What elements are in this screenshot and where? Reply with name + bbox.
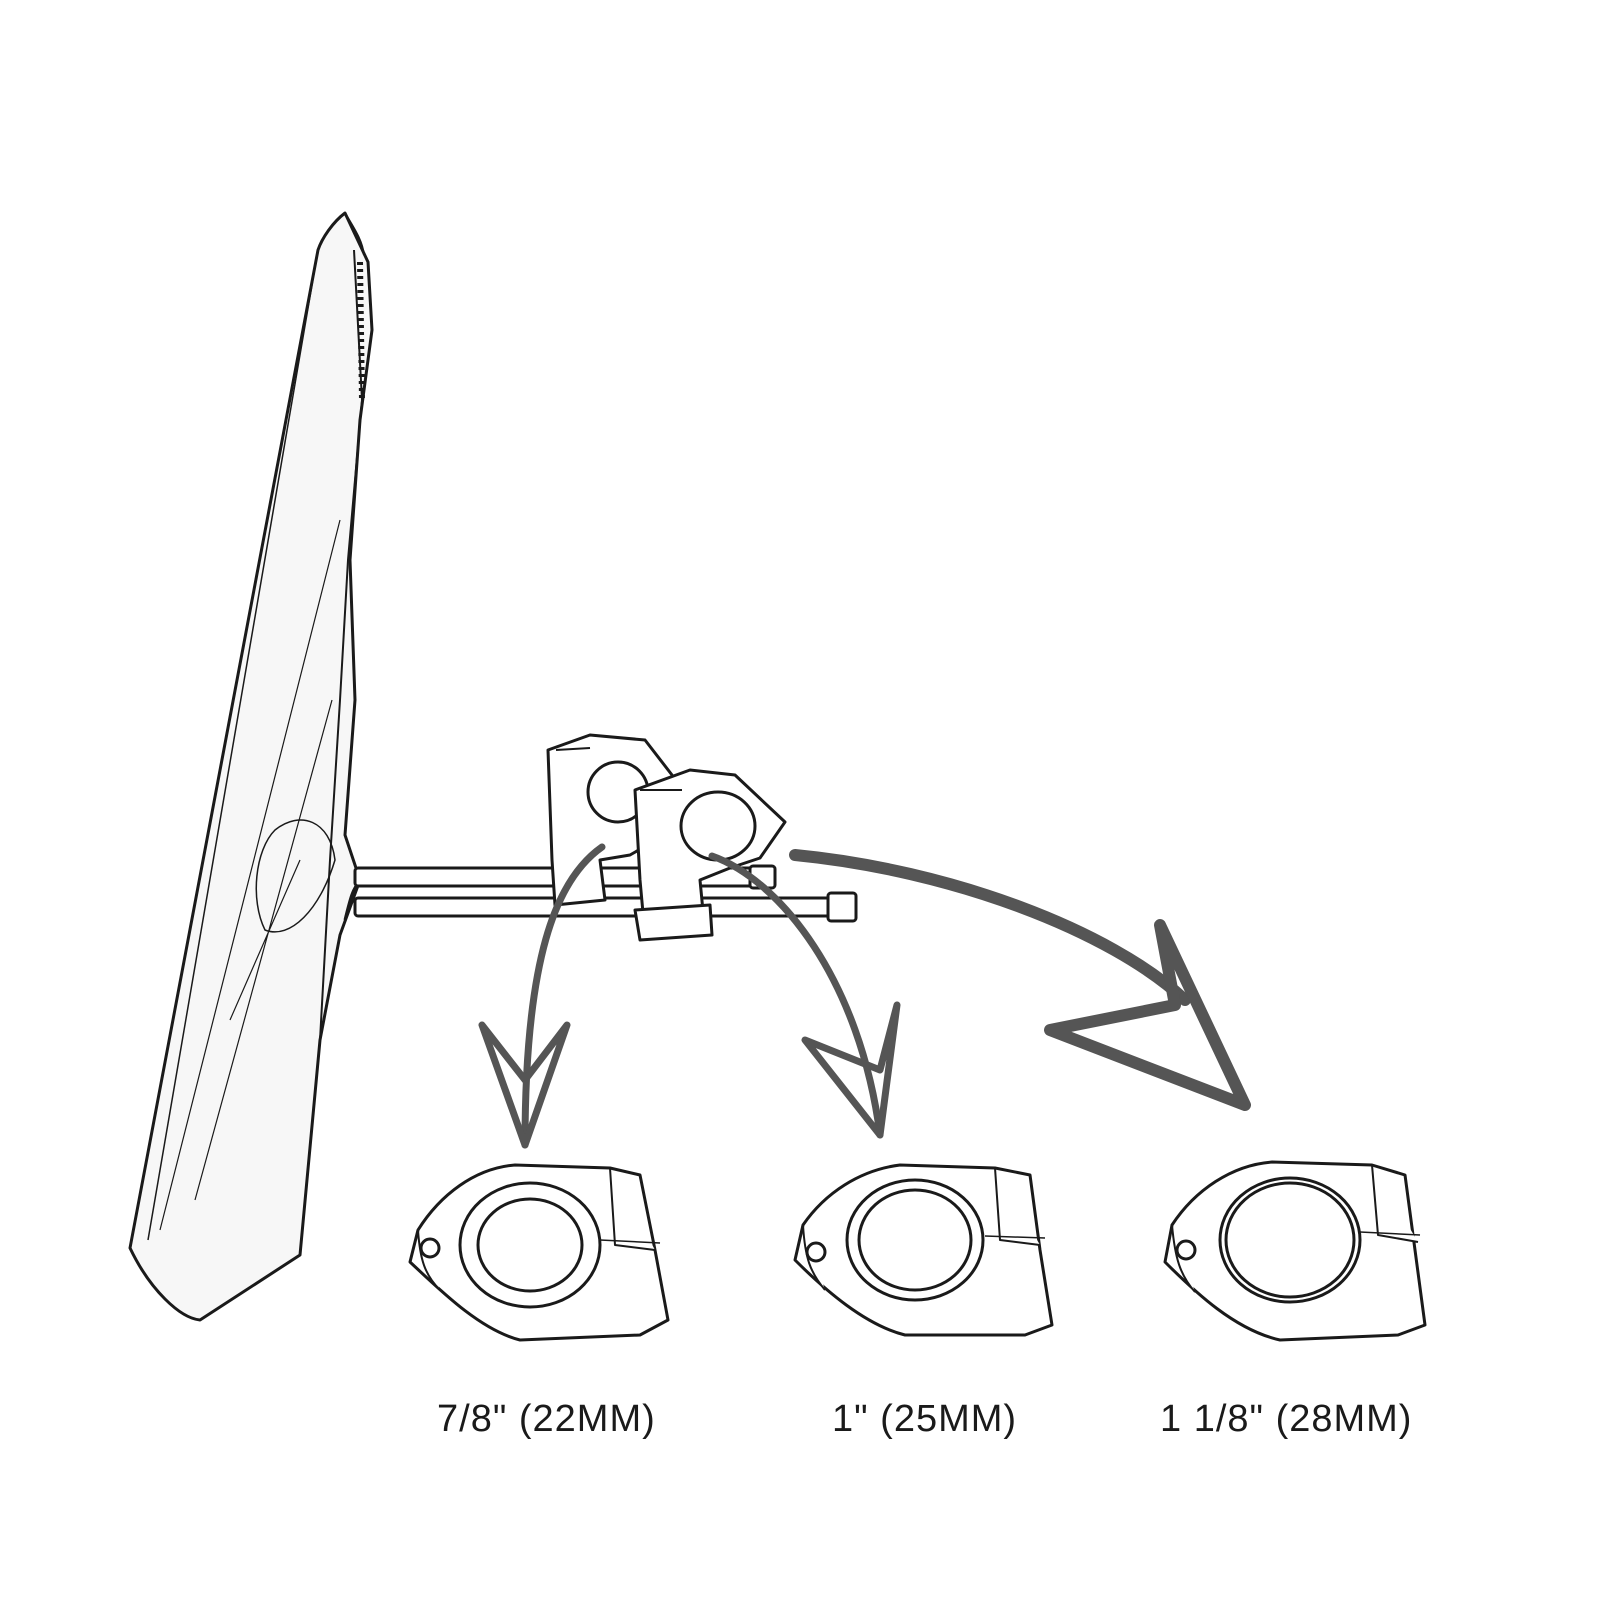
clamp-25mm	[793, 1163, 1054, 1337]
arrow-to-25mm	[708, 852, 884, 1139]
arrow-to-28mm	[789, 849, 1191, 1006]
attached-clamps	[546, 733, 787, 942]
clamp-22mm	[408, 1163, 670, 1342]
clamp-size-label-25mm: 1" (25MM)	[832, 1398, 1018, 1440]
mirror-head	[128, 211, 374, 1322]
arrowhead-28mm	[1044, 919, 1251, 1111]
clamp-size-label-28mm: 1 1/8" (28MM)	[1160, 1398, 1413, 1440]
arrows	[478, 843, 1251, 1149]
clamp-28mm	[1163, 1160, 1427, 1342]
clamp-size-label-22mm: 7/8" (22MM)	[437, 1398, 656, 1440]
arrowhead-22mm	[478, 1021, 571, 1149]
arrowhead-25mm	[801, 1001, 901, 1139]
